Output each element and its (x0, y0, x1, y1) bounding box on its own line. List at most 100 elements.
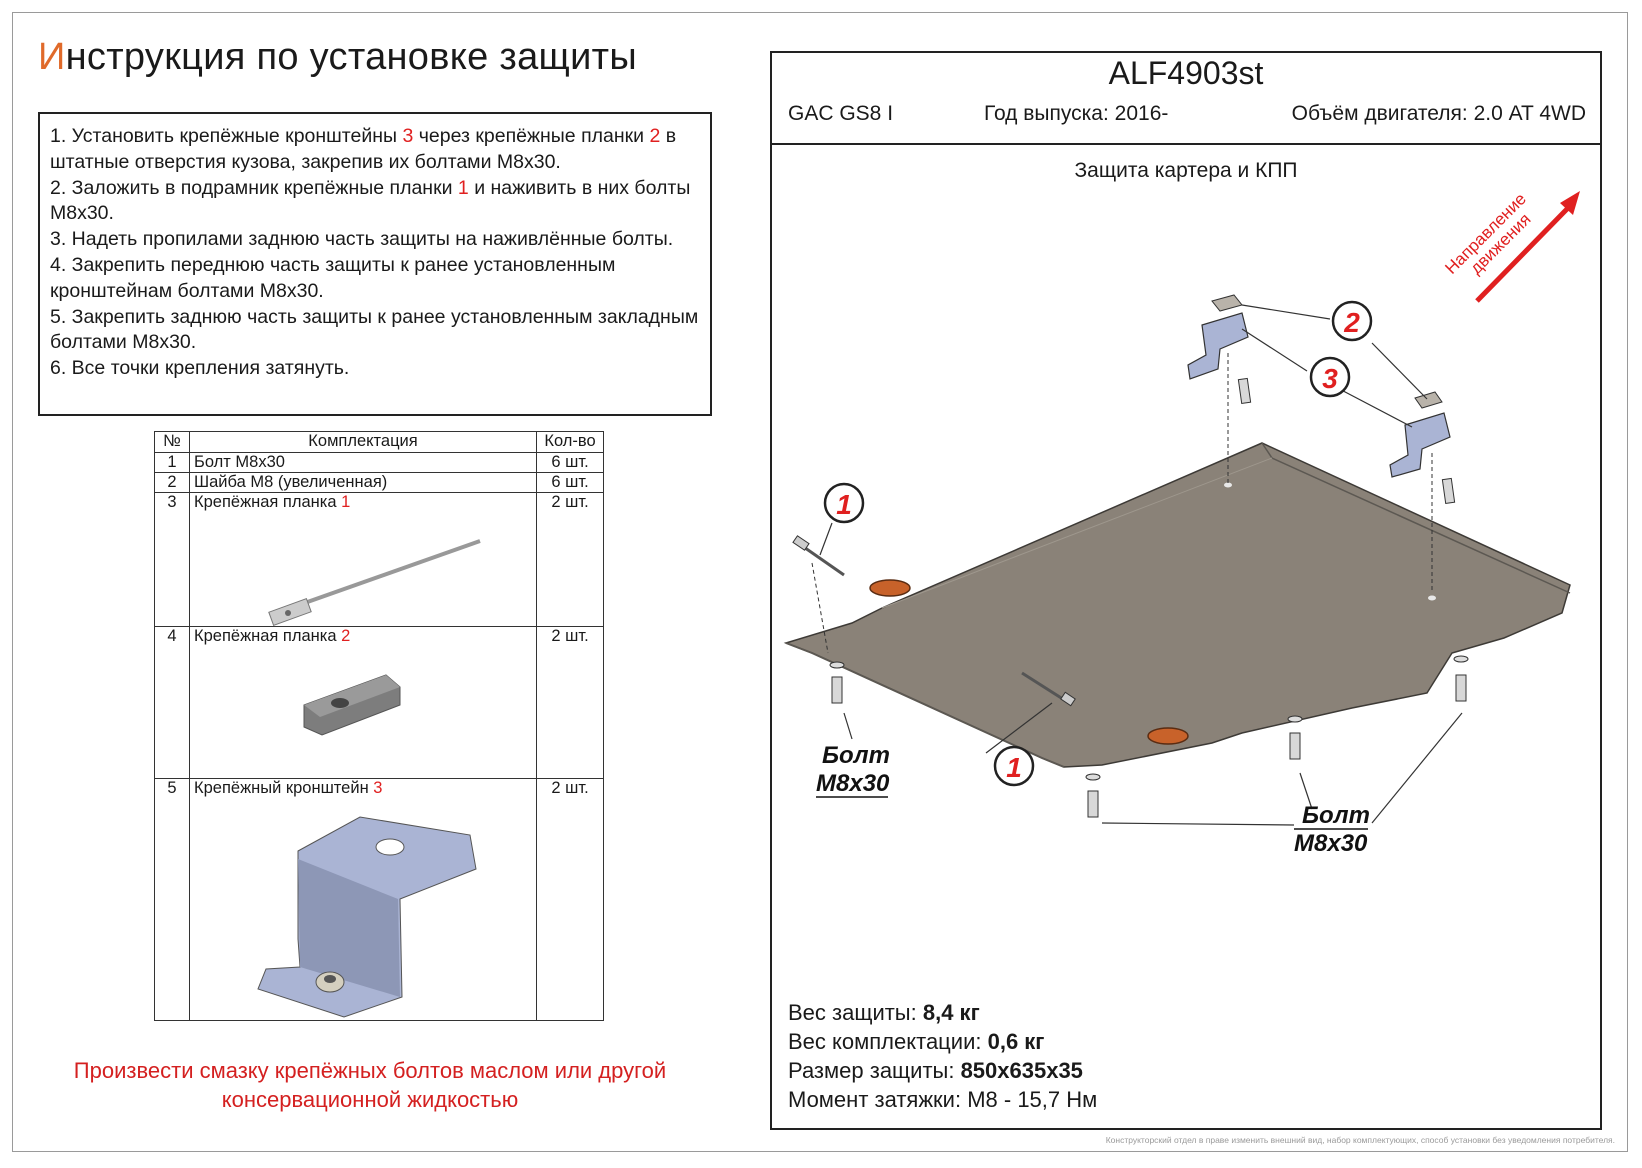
part-name-cell: Болт М8х30 (189, 452, 537, 473)
instruction-step: 4. Закрепить переднюю часть защиты к ран… (50, 253, 702, 305)
step-text: 4. Закрепить переднюю часть защиты к ран… (50, 253, 616, 302)
mount-hole (1428, 595, 1436, 601)
leader-line (1241, 304, 1331, 320)
bolt (1289, 732, 1301, 760)
spec-label: Момент затяжки: (788, 1087, 968, 1112)
spec-label: Размер защиты: (788, 1058, 961, 1083)
part-number: 3 (154, 492, 190, 627)
spec-row: Момент затяжки: М8 - 15,7 Нм (788, 1085, 1097, 1114)
instruction-step: 3. Надеть пропилами заднюю часть защиты … (50, 227, 702, 253)
spec-label: Вес комплектации: (788, 1029, 988, 1054)
lubrication-notice: Произвести смазку крепёжных болтов масло… (40, 1056, 700, 1114)
loose-bolts (829, 655, 1469, 818)
bolt (1237, 377, 1252, 405)
rubber-pad (1147, 727, 1189, 745)
instruction-step: 5. Закрепить заднюю часть защиты к ранее… (50, 305, 702, 357)
assembly-guide (811, 562, 829, 654)
part-illustration-long-plate (190, 513, 536, 627)
car-model: GAC GS8 I (788, 102, 894, 125)
callout-number: 2 (1343, 307, 1360, 338)
title-first-letter: И (38, 36, 66, 78)
small-plate-drawing (303, 674, 401, 736)
direction-arrow-shaft (1475, 207, 1569, 303)
leader-line (985, 702, 1053, 754)
title-rest: нструкция по установке защиты (65, 36, 637, 78)
leader-line (1241, 328, 1308, 372)
step-text: 2. Заложить в подрамник крепёжные планки (50, 176, 458, 199)
skid-plate-front-edge (785, 642, 1065, 768)
part-illustration-bracket (190, 799, 536, 1020)
part-name: Болт М8х30 (194, 453, 285, 471)
instruction-step: 6. Все точки крепления затянуть. (50, 356, 702, 382)
part-number: 2 (154, 472, 190, 493)
step-text: и наживить в них болты М8х30. (50, 176, 691, 225)
step-text: 1. Установить крепёжные кронштейны (50, 125, 403, 147)
product-code: ALF4903st (1108, 55, 1264, 91)
long-plate-drawing (268, 539, 481, 627)
plate-rod (1021, 671, 1067, 703)
bolt (1441, 477, 1456, 505)
mount-hole (1224, 482, 1232, 488)
spec-row: Вес комплектации: 0,6 кг (788, 1027, 1097, 1056)
bolt-label-right: Болт М8х30 (1294, 802, 1370, 857)
part-reference: 3 (402, 125, 414, 147)
part-number: 4 (154, 626, 190, 779)
washer (1085, 773, 1101, 781)
direction-arrow: Направление движения (1441, 189, 1580, 303)
instruction-step: 1. Установить крепёжные кронштейны 3 чер… (50, 124, 702, 176)
callout-circle (823, 482, 865, 524)
skid-plate (783, 442, 1571, 768)
bracket-assembly-right (1389, 391, 1456, 593)
disclaimer: Конструкторский отдел в праве изменить в… (1105, 1135, 1615, 1145)
rubber-pad (869, 579, 911, 597)
callout-circle (1309, 356, 1351, 398)
product-card: ALF4903st GAC GS8 I Год выпуска: 2016- О… (770, 51, 1602, 1130)
installation-diagram: Направление движения (783, 189, 1580, 857)
leader-line (1101, 822, 1295, 826)
page-frame (12, 12, 1628, 1152)
header-num: № (154, 431, 190, 453)
engine-info: Объём двигателя: 2.0 AT 4WD (1291, 102, 1586, 125)
part-qty: 6 шт. (536, 472, 604, 493)
washer (1453, 655, 1469, 663)
callout-circle (993, 745, 1035, 787)
card-divider (772, 143, 1600, 145)
part-reference: 2 (649, 125, 661, 147)
part-number: 1 (154, 452, 190, 473)
notice-line-2: консервационной жидкостью (221, 1087, 519, 1112)
part-reference: 3 (373, 779, 383, 797)
callout-circle (1331, 300, 1373, 342)
bolt-label-line-2: М8х30 (1294, 830, 1368, 857)
page-title: Инструкция по установке защиты (38, 36, 637, 79)
part-qty: 2 шт. (536, 626, 604, 779)
part-name: Шайба М8 (увеличенная) (194, 473, 388, 491)
bracket-assembly-left (1187, 294, 1252, 483)
spec-value: 8,4 кг (922, 1000, 980, 1025)
header-qty: Кол-во (536, 431, 604, 453)
part-name-cell: Шайба М8 (увеличенная) (189, 472, 537, 493)
instruction-steps: 1. Установить крепёжные кронштейны 3 чер… (38, 112, 712, 416)
mounting-plate-1-center (1021, 671, 1076, 707)
mounting-plate-2 (1414, 391, 1443, 409)
leader-line (1371, 712, 1463, 824)
bracket-drawing (257, 816, 477, 1018)
bolt (1455, 674, 1467, 702)
part-reference: 2 (341, 627, 351, 645)
step-text: 3. Надеть пропилами заднюю часть защиты … (50, 228, 674, 251)
bolt (831, 676, 843, 704)
product-subtitle: Защита картера и КПП (1074, 159, 1298, 182)
bolt-label-line-1: Болт (822, 742, 890, 769)
spec-label: Вес защиты: (788, 1000, 923, 1025)
part-illustration-small-plate (190, 647, 536, 778)
part-number: 5 (154, 778, 190, 1021)
callout-1-center: 1 (993, 745, 1035, 787)
mounting-bracket-3 (1187, 312, 1249, 380)
callout-2: 2 (1331, 300, 1373, 342)
part-name-cell: Крепёжная планка 2 (189, 626, 537, 779)
part-name: Крепёжная планка (194, 627, 342, 645)
instruction-step: 2. Заложить в подрамник крепёжные планки… (50, 176, 702, 228)
